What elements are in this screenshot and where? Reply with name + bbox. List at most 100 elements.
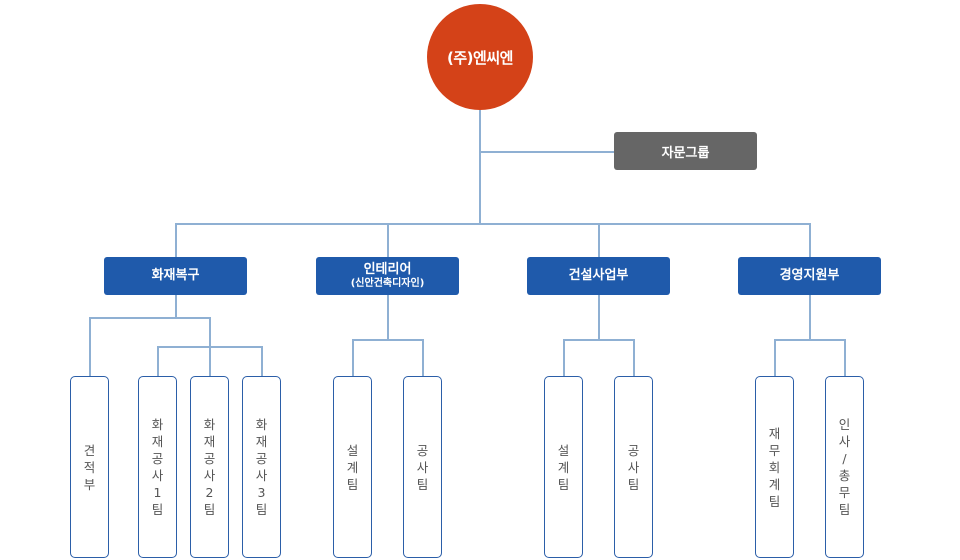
team-label-char: 인 [838, 417, 851, 432]
team-label-char: 사 [627, 459, 640, 475]
connector-estimate-drop [89, 317, 91, 376]
division-management: 경영지원부 [738, 257, 881, 295]
team-label-char: 3 [257, 485, 266, 500]
team-label-char: 2 [205, 485, 214, 500]
connector-interior-left [352, 339, 354, 376]
team-label-char: 화 [151, 417, 164, 432]
team-label-char: 적 [83, 459, 96, 475]
team-label-char: 설 [346, 442, 359, 458]
team-label-char: 화 [255, 417, 268, 432]
team-label-char: 팀 [557, 476, 570, 492]
root-label: (주)엔씨엔 [447, 48, 513, 67]
team-label-char: 사 [255, 468, 268, 483]
team-label-char: 팀 [255, 502, 268, 517]
team-label-char: 무 [768, 442, 781, 458]
team-label-char: 팀 [768, 493, 781, 509]
team-label-char: 계 [346, 459, 359, 475]
connector-interior-right [422, 339, 424, 376]
connector-fire1-drop [157, 346, 159, 376]
team-label-char: 팀 [838, 502, 851, 517]
division-construction: 건설사업부 [527, 257, 670, 295]
team-label-char: 사 [151, 468, 164, 483]
team-label-char: 팀 [346, 476, 359, 492]
team-label-char: 화 [203, 417, 216, 432]
team-label-char: 팀 [203, 502, 216, 517]
division-interior: 인테리어 (신안건축디자인) [316, 257, 459, 295]
team-label-char: 사 [203, 468, 216, 483]
division-label: 건설사업부 [568, 268, 629, 284]
connector-div3-drop [598, 223, 600, 257]
team-label-char: 견 [83, 442, 96, 458]
team-label-char: / [842, 451, 847, 466]
connector-fire-sub-bus [157, 346, 262, 348]
team-label-char: 사 [416, 459, 429, 475]
connector-management-trunk [809, 295, 811, 340]
team-label-char: 사 [838, 434, 851, 449]
advisory-node: 자문그룹 [614, 132, 757, 170]
division-label: 인테리어 [363, 262, 412, 278]
connector-construction-right [633, 339, 635, 376]
team-label-char: 회 [768, 459, 781, 475]
connector-fire-trunk [175, 295, 177, 317]
team-label-char: 재 [203, 434, 216, 449]
team-label-char: 계 [557, 459, 570, 475]
connector-construction-left [563, 339, 565, 376]
connector-interior-bus [352, 339, 423, 341]
team-label-char: 공 [203, 451, 216, 466]
connector-division-bus [175, 223, 810, 225]
connector-div4-drop [809, 223, 811, 257]
team-label-char: 공 [255, 451, 268, 466]
team-label-char: 공 [151, 451, 164, 466]
team-label-char: 팀 [151, 502, 164, 517]
division-label: 경영지원부 [779, 268, 840, 284]
connector-construction-trunk [598, 295, 600, 340]
connector-fire-bus [89, 317, 210, 319]
team-label-char: 팀 [627, 476, 640, 492]
team-label-char: 계 [768, 476, 781, 492]
connector-interior-trunk [387, 295, 389, 340]
division-label: 화재복구 [151, 268, 200, 284]
root-node: (주)엔씨엔 [427, 4, 533, 110]
connector-root-trunk [479, 110, 481, 224]
connector-management-left [774, 339, 776, 376]
connector-management-right [844, 339, 846, 376]
division-fire-recovery: 화재복구 [104, 257, 247, 295]
team-label-char: 부 [83, 476, 96, 492]
connector-fire3-drop [261, 346, 263, 376]
team-label-char: 공 [627, 442, 640, 458]
team-label-char: 팀 [416, 476, 429, 492]
team-label-char: 재 [151, 434, 164, 449]
team-label-char: 1 [153, 485, 162, 500]
team-label-char: 재 [768, 425, 781, 441]
team-label-char: 공 [416, 442, 429, 458]
connector-div1-drop [175, 223, 177, 257]
connector-advisory [480, 151, 614, 153]
team-label-char: 설 [557, 442, 570, 458]
division-sublabel: (신안건축디자인) [350, 277, 425, 289]
advisory-label: 자문그룹 [661, 145, 710, 161]
team-label-char: 재 [255, 434, 268, 449]
connector-management-bus [774, 339, 845, 341]
team-label-char: 무 [838, 485, 851, 500]
connector-construction-bus [563, 339, 634, 341]
